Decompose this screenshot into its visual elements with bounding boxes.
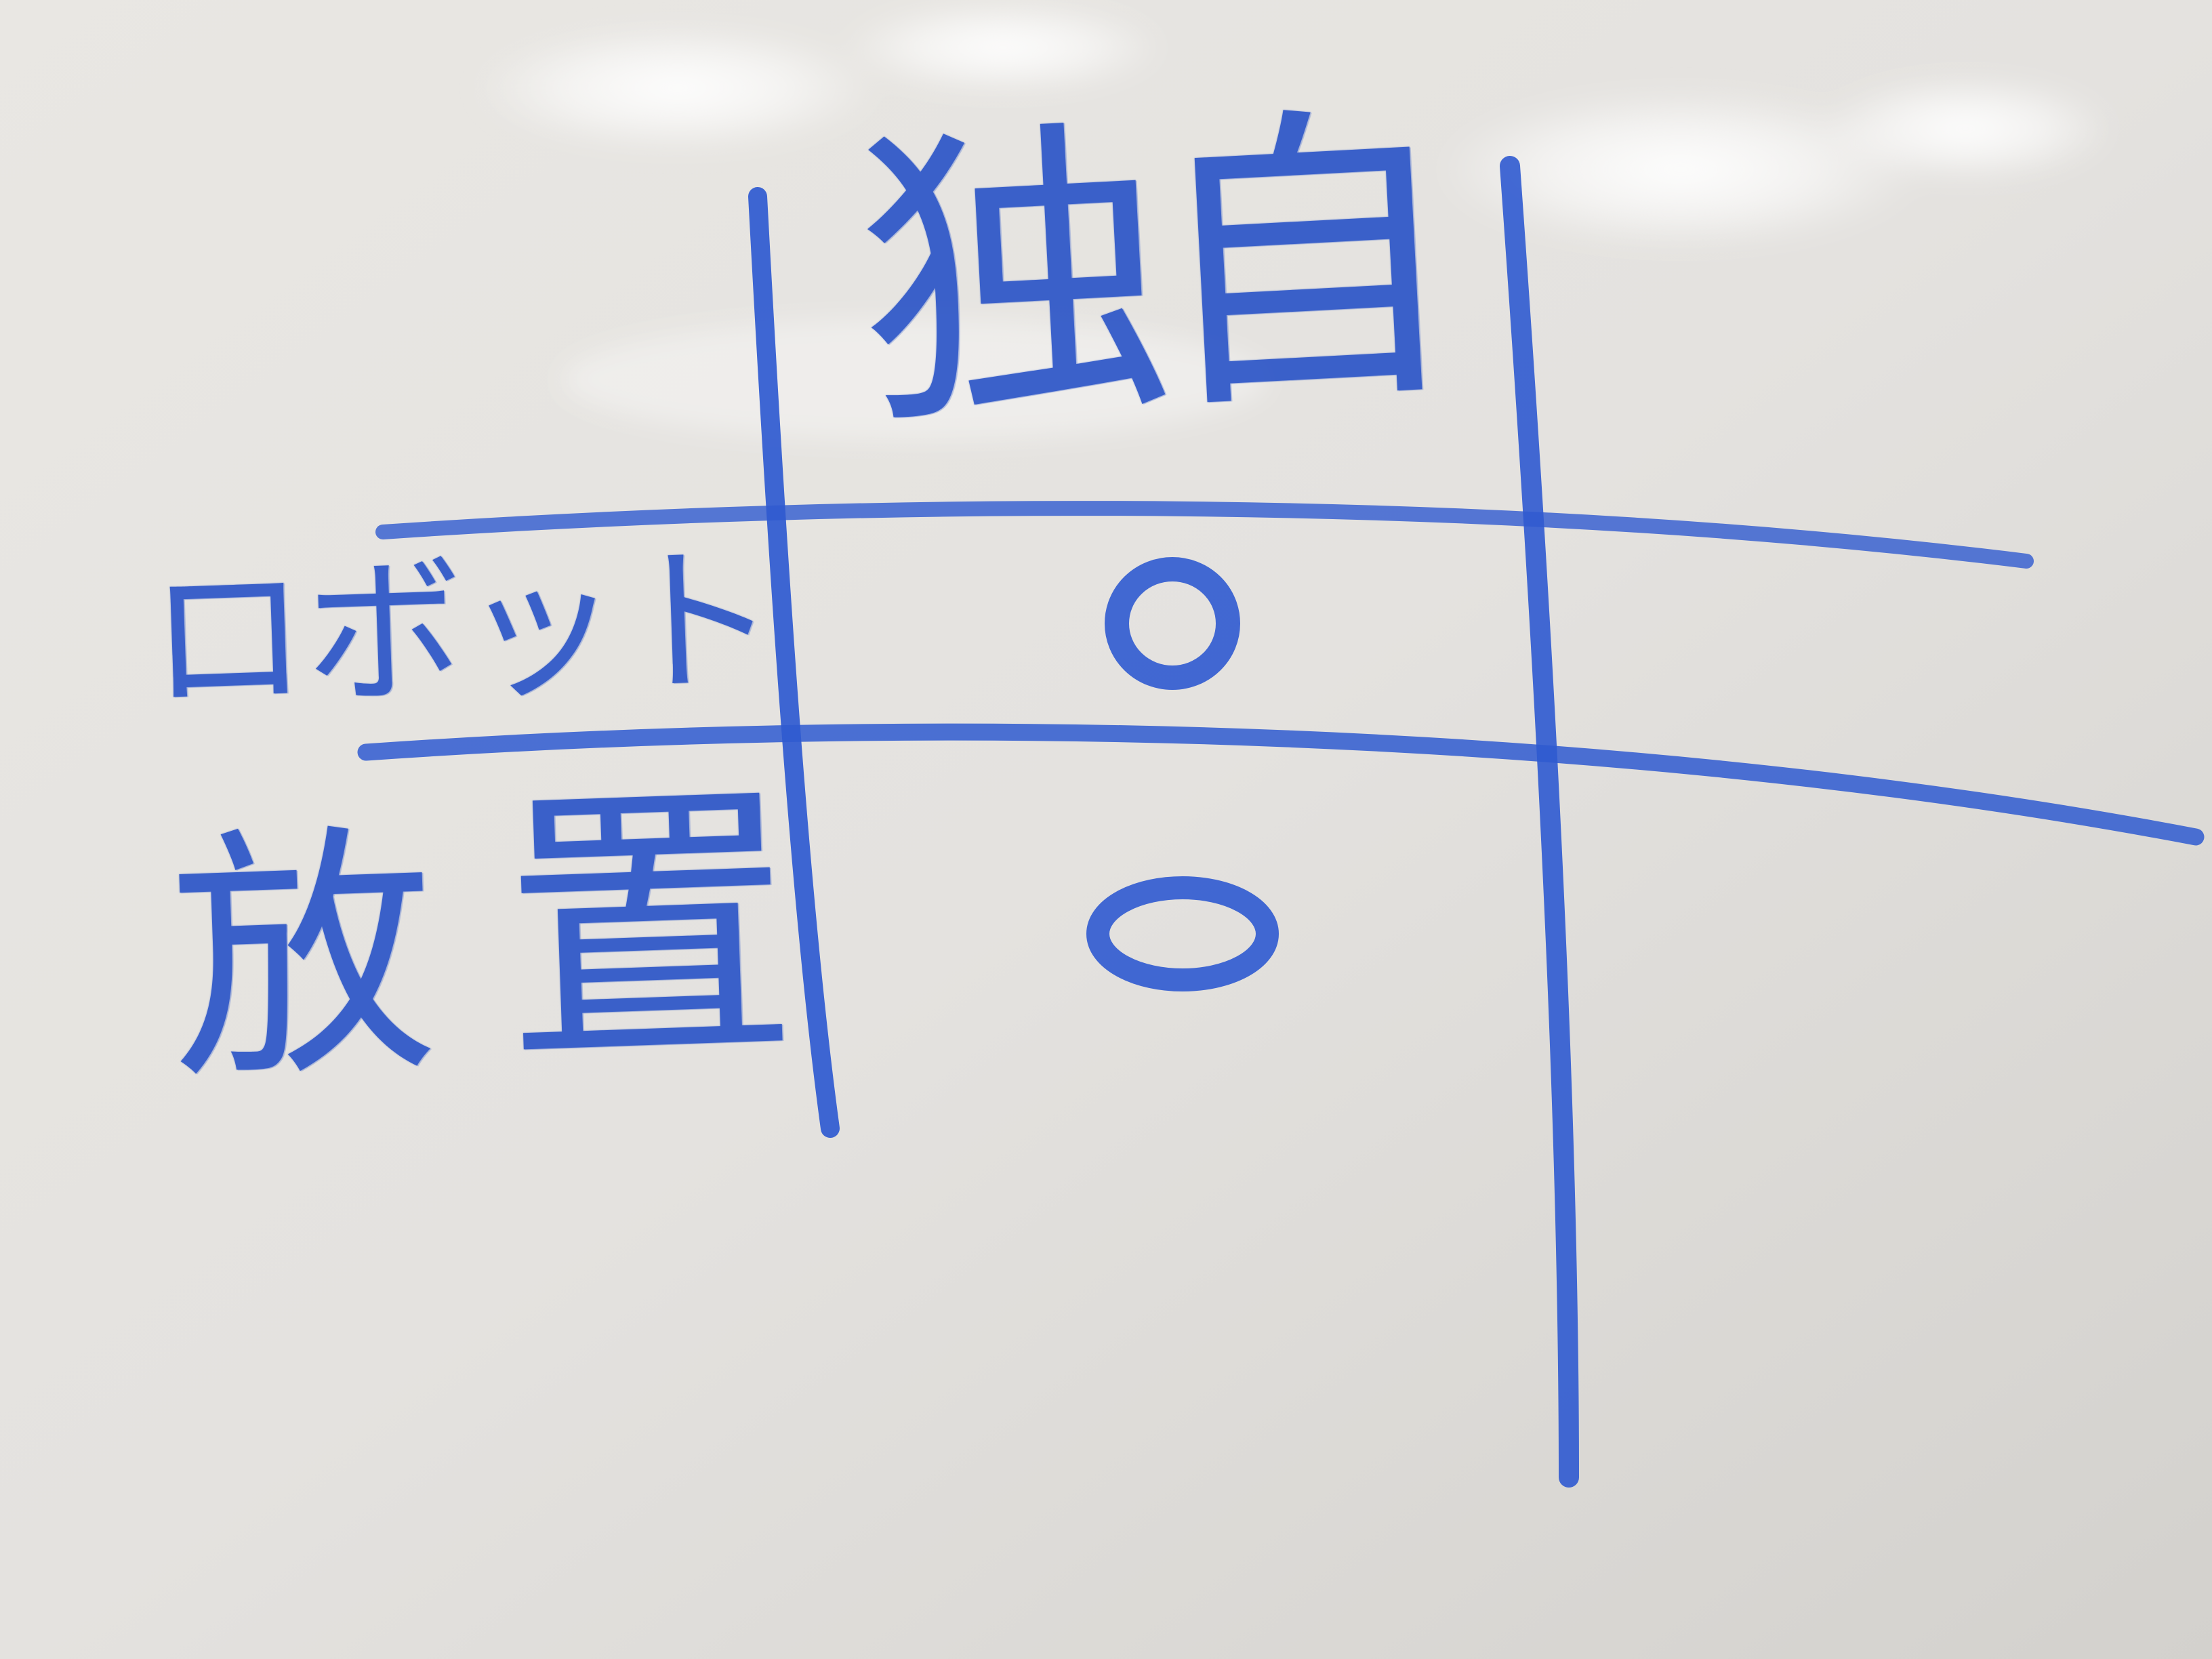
vertical-line-right (1500, 156, 1579, 1488)
row-label-neglect-part-1: 放 (165, 799, 441, 1116)
light-glare (474, 0, 2114, 441)
column-header-text: 独自 (849, 76, 1450, 469)
row-label-robot: ロボット (145, 527, 778, 735)
row-label-neglect-part-2: 置 (497, 756, 800, 1105)
table-grid (357, 156, 2205, 1488)
circle-mark-row-1 (1105, 557, 1240, 690)
circle-mark-row-2 (1086, 876, 1279, 991)
vertical-line-left (748, 187, 840, 1138)
horizontal-line-top (375, 501, 2034, 569)
horizontal-line-bottom (357, 723, 2205, 846)
circle-marks (1086, 557, 1279, 991)
